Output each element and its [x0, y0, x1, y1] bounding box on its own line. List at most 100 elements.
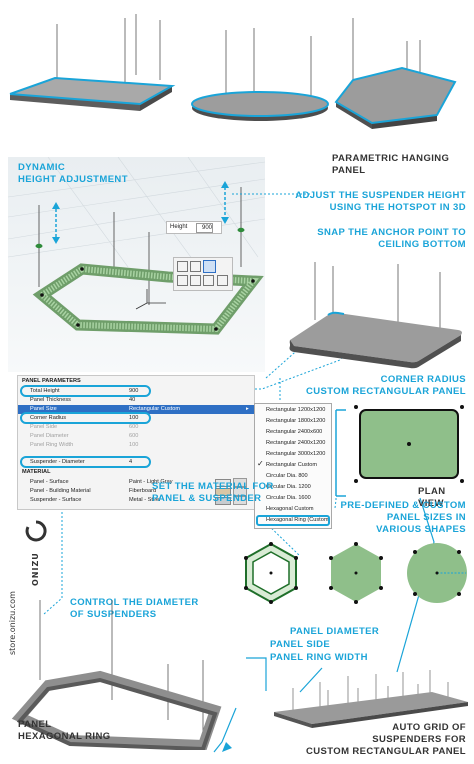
circular-panel: [191, 91, 329, 121]
material-picker-button[interactable]: [233, 478, 247, 487]
option-item[interactable]: Rectangular 2400x600: [266, 429, 323, 435]
predefined-line3: VARIOUS SHAPES: [376, 524, 466, 535]
offset-icon[interactable]: [217, 275, 228, 286]
auto-grid-line1: AUTO GRID OF: [392, 722, 466, 733]
hexagonal-panel: [334, 66, 457, 129]
option-item[interactable]: Rectangular 1800x1200: [266, 418, 326, 424]
param-label: Panel Size: [30, 406, 57, 412]
control-line2: OF SUSPENDERS: [70, 609, 157, 620]
height-hotspot-tooltip[interactable]: Height 900: [166, 221, 222, 234]
panel-size-dropdown[interactable]: Rectangular 1200x1200 Rectangular 1800x1…: [254, 403, 332, 529]
material-value[interactable]: Fiberboard: [129, 488, 157, 494]
corner-line1: CORNER RADIUS: [380, 374, 466, 385]
param-row-suspender-diameter[interactable]: Suspender - Diameter 4: [18, 458, 254, 467]
material-line1: SET THE MATERIAL FOR: [152, 481, 274, 492]
material-header: MATERIAL: [22, 469, 51, 475]
option-item[interactable]: Rectangular 3000x1200: [266, 451, 326, 457]
param-value[interactable]: 4: [129, 459, 133, 465]
material-picker-button[interactable]: [233, 496, 247, 505]
param-row-panel-size[interactable]: Panel Size Rectangular Custom ▸: [18, 405, 254, 414]
plan-view-label: PLAN VIEW: [418, 486, 446, 509]
onizu-logo: [25, 520, 47, 542]
params-header: PANEL PARAMETERS: [22, 378, 81, 384]
param-label: Panel Diameter: [30, 433, 69, 439]
material-swatch[interactable]: [215, 497, 231, 505]
snap-line2: CEILING BOTTOM: [378, 239, 466, 250]
rotate-icon[interactable]: [190, 261, 201, 272]
rectangular-panel: [9, 76, 176, 111]
hex-plan: [329, 542, 383, 604]
dynamic-height-line1: DYNAMIC: [18, 162, 66, 173]
rounded-panel-illustration: [289, 262, 462, 369]
parametric-title: PARAMETRIC HANGING PANEL: [332, 153, 450, 176]
panel-diameter-callout: PANEL DIAMETER: [290, 626, 380, 637]
param-label: Corner Radius: [30, 415, 67, 421]
param-label: Panel Thickness: [30, 397, 71, 403]
option-item[interactable]: Circular Dia. 1600: [266, 495, 311, 501]
param-value: 600: [129, 433, 139, 439]
multiply-icon[interactable]: [190, 275, 201, 286]
hex-ring-plan: [244, 542, 298, 604]
height-label: Height: [170, 224, 188, 230]
param-value[interactable]: 100: [129, 415, 139, 421]
param-label: Suspender - Diameter: [30, 459, 85, 465]
control-callout: CONTROL THE DIAMETER OF SUSPENDERS: [70, 597, 199, 621]
material-swatch[interactable]: [215, 488, 231, 496]
param-value[interactable]: 40: [129, 397, 136, 403]
axis-gizmo: [135, 289, 166, 310]
move-icon[interactable]: [177, 261, 188, 272]
auto-grid-line3: CUSTOM RECTANGULAR PANEL: [305, 746, 466, 757]
material-value[interactable]: Paint - Light Gray: [129, 479, 173, 485]
panel-ring-width-callout: PANEL RING WIDTH: [270, 652, 368, 663]
param-value[interactable]: 900: [129, 388, 139, 394]
param-row-corner-radius[interactable]: Corner Radius 100: [18, 414, 254, 423]
control-line1: CONTROL THE DIAMETER: [70, 597, 199, 608]
anchor-dot: [460, 479, 464, 483]
height-value-field[interactable]: 900: [196, 223, 213, 233]
viewport-3d[interactable]: Height 900: [7, 156, 266, 372]
param-row-thickness[interactable]: Panel Thickness 40: [18, 396, 254, 405]
brand-name-text: ONIZU: [31, 552, 40, 586]
anchor-dot: [354, 405, 358, 409]
parametric-panels-illustration: [9, 14, 457, 129]
corner-line2: CUSTOM RECTANGULAR PANEL: [305, 386, 466, 397]
option-item[interactable]: Hexagonal Custom: [266, 506, 314, 512]
hotspot-arrows: [35, 181, 245, 249]
brand-name: ONIZU: [31, 546, 43, 586]
highlight-corner-radius: [20, 412, 151, 424]
shape-plans: [244, 542, 467, 604]
material-swatch[interactable]: [215, 479, 231, 487]
param-label: Panel Side: [30, 424, 58, 430]
checkmark-icon: ✓: [257, 459, 264, 468]
option-item[interactable]: Circular Dia. 1200: [266, 484, 311, 490]
elevate-icon[interactable]: [203, 260, 216, 273]
drag-copy-icon[interactable]: [203, 275, 214, 286]
plan-view: [353, 405, 465, 483]
predefined-line2: PANEL SIZES IN: [386, 512, 466, 523]
material-value[interactable]: Metal - Steel: [129, 497, 161, 503]
pet-palette: [173, 257, 233, 291]
highlight-suspender-diameter: [20, 456, 151, 468]
auto-grid-caption: AUTO GRID OF SUSPENDERS FOR CUSTOM RECTA…: [290, 722, 466, 758]
option-item-selected[interactable]: Rectangular Custom: [266, 462, 317, 468]
center-dot: [407, 442, 411, 446]
chevron-right-icon[interactable]: ▸: [246, 406, 249, 412]
adjust-callout: ADJUST THE SUSPENDER HEIGHT USING THE HO…: [290, 190, 466, 214]
option-item[interactable]: Rectangular 1200x1200: [266, 407, 326, 413]
material-callout: SET THE MATERIAL FOR PANEL & SUSPENDER: [152, 481, 274, 505]
option-item[interactable]: Rectangular 2400x1200: [266, 440, 326, 446]
predefined-line1: PRE-DEFINED & CUSTOM: [340, 500, 466, 511]
param-value[interactable]: Rectangular Custom: [129, 406, 180, 412]
mirror-icon[interactable]: [177, 275, 188, 286]
option-item[interactable]: Circular Dia. 800: [266, 473, 308, 479]
param-value: 100: [129, 442, 139, 448]
panel-side-callout: PANEL SIDE: [270, 639, 331, 650]
option-item[interactable]: Hexagonal Ring (Custom): [266, 517, 331, 523]
material-picker-button[interactable]: [233, 487, 247, 496]
dynamic-height-line2: HEIGHT ADJUSTMENT: [18, 174, 128, 185]
